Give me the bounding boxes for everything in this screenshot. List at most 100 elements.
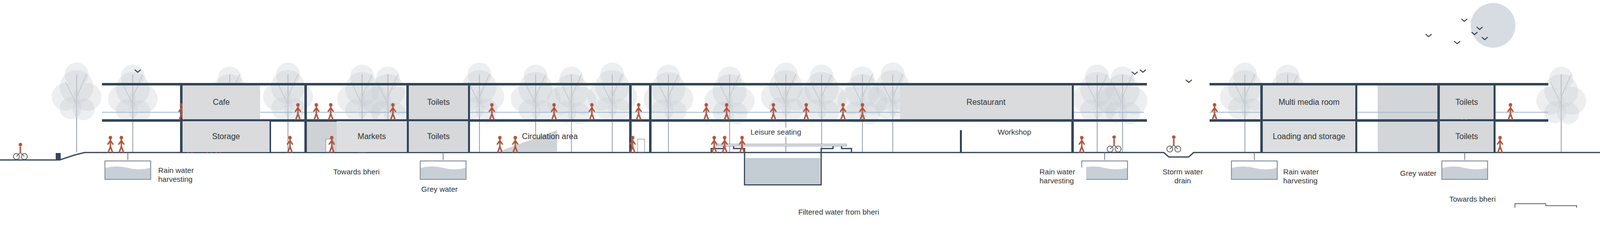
tree-crown xyxy=(880,62,905,87)
person-head xyxy=(804,103,809,107)
tree-crown xyxy=(475,98,498,121)
tank-outline xyxy=(104,161,151,180)
room-box: Multi media room xyxy=(1262,85,1356,120)
person-head xyxy=(490,103,494,107)
annotation-label: Grey water xyxy=(1399,169,1438,179)
person-head xyxy=(329,103,333,107)
annotation-label: Rain water harvesting xyxy=(1038,167,1087,186)
person-head xyxy=(1508,103,1513,107)
tank xyxy=(104,152,151,180)
person-body xyxy=(512,139,518,153)
person-body xyxy=(589,106,595,120)
tank xyxy=(420,152,467,180)
tree-crown xyxy=(1110,66,1135,91)
annotation-label: Filtered water from bheri xyxy=(797,207,881,217)
tree-crown xyxy=(283,98,306,121)
tank-pipe xyxy=(1104,152,1106,161)
person-head xyxy=(1112,135,1117,140)
bird xyxy=(1131,71,1138,75)
person xyxy=(287,136,293,153)
person-body xyxy=(1212,106,1218,120)
room-name: Toilets xyxy=(427,97,450,107)
tree-crown xyxy=(1240,98,1263,121)
person-head xyxy=(631,136,635,140)
person xyxy=(390,103,396,120)
tree-crown xyxy=(128,100,151,123)
tree-crown xyxy=(1549,66,1574,91)
tree-crown xyxy=(1557,102,1580,125)
person-head xyxy=(860,103,865,107)
bird xyxy=(1471,32,1478,35)
person xyxy=(711,136,717,153)
wall xyxy=(304,84,307,153)
person-body xyxy=(840,106,846,120)
person xyxy=(329,136,335,153)
person-head xyxy=(552,103,557,107)
room-name: Restaurant xyxy=(966,97,1006,107)
tree xyxy=(643,64,694,153)
room-name: Loading and storage xyxy=(1272,132,1346,142)
tree xyxy=(1220,62,1270,153)
tree-crown xyxy=(600,62,625,87)
room-name: Multi media room xyxy=(1278,97,1340,107)
tree-crown xyxy=(64,62,89,87)
room-box: Markets xyxy=(336,121,407,153)
grey-block xyxy=(305,121,337,153)
tree xyxy=(51,62,102,153)
room-name: Storage xyxy=(211,132,240,142)
person xyxy=(636,103,642,120)
person xyxy=(328,103,334,120)
annotation-label: Rain water harvesting xyxy=(157,166,205,185)
annotation-label: Grey water xyxy=(420,185,459,194)
cyclist xyxy=(13,143,28,161)
person-body xyxy=(551,106,557,120)
tree-crown xyxy=(276,62,300,87)
room-box: Toilets xyxy=(408,85,469,120)
bird xyxy=(1425,34,1432,37)
tank-pipe xyxy=(1464,152,1466,161)
person xyxy=(630,136,636,153)
tank-outline xyxy=(420,161,467,180)
tank-water xyxy=(1442,166,1488,180)
person xyxy=(551,103,557,120)
person-head xyxy=(723,136,727,140)
annotation-label: Workshop xyxy=(996,127,1033,137)
person-body xyxy=(295,106,301,120)
tank-pipe xyxy=(127,152,129,161)
wall xyxy=(649,84,652,153)
building xyxy=(101,83,1549,153)
wall xyxy=(959,130,962,153)
bird xyxy=(1185,80,1192,83)
person xyxy=(724,103,730,120)
tank xyxy=(1441,152,1488,180)
person-body xyxy=(497,139,503,153)
tree xyxy=(1536,66,1587,153)
tree-crown xyxy=(817,100,840,123)
tank-pipe xyxy=(442,152,444,161)
person-head xyxy=(513,136,518,140)
person-head xyxy=(725,103,729,107)
person-head xyxy=(296,103,300,107)
person xyxy=(859,103,865,120)
pool-water xyxy=(745,158,821,185)
room-box: Circulation area xyxy=(470,121,630,153)
person-head xyxy=(637,103,641,107)
person-body xyxy=(722,139,728,153)
person-body xyxy=(489,106,495,120)
person xyxy=(1079,136,1085,153)
person-head xyxy=(119,136,124,140)
person-body xyxy=(711,139,717,153)
person xyxy=(1507,103,1513,120)
person-body xyxy=(107,139,113,153)
person-body xyxy=(803,106,809,120)
person-body xyxy=(724,106,730,120)
person-body xyxy=(1113,139,1116,146)
person xyxy=(770,103,776,120)
person-head xyxy=(108,136,113,140)
room-box: Cafe xyxy=(182,85,261,120)
person-body xyxy=(1507,106,1513,120)
person xyxy=(107,136,113,153)
door xyxy=(637,139,645,153)
person-head xyxy=(771,103,776,107)
